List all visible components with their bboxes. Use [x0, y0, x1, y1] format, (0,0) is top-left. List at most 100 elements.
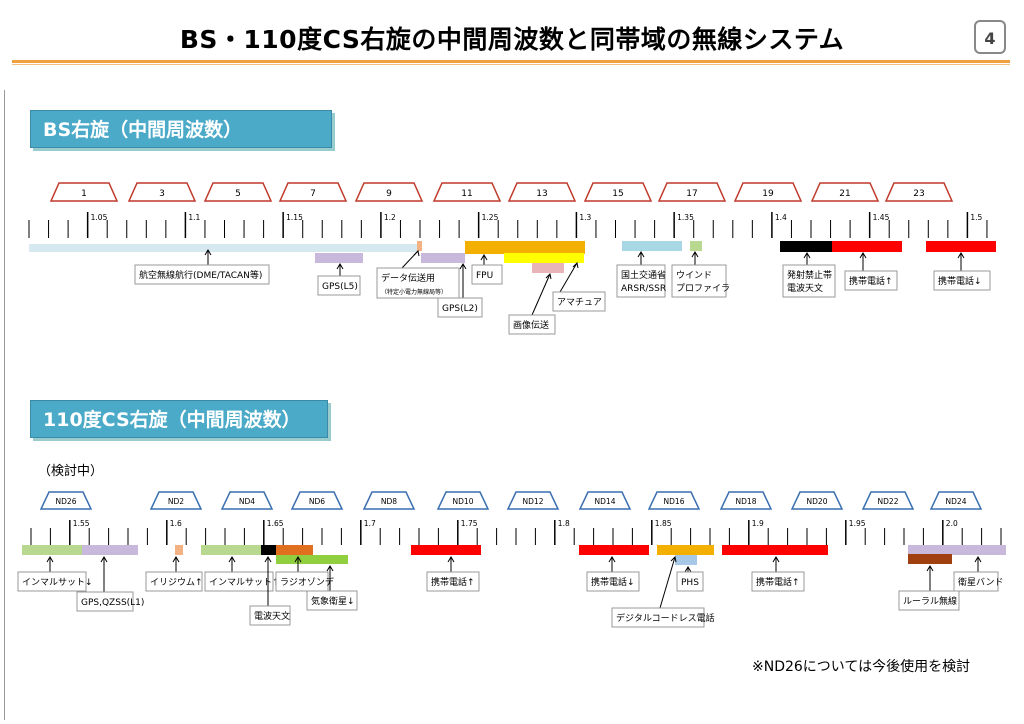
cs-mobile-down-arrow-head: [608, 556, 616, 563]
bs-data-arrow-head: [413, 249, 420, 257]
cs-tick-label-1.75: 1.75: [461, 519, 478, 528]
cs-channel-ND24: [929, 491, 983, 510]
cs-label-phs: PHS: [681, 578, 699, 588]
bs-channel-label-9: 9: [386, 189, 392, 199]
cs-label-mobile-up-2-box: [751, 571, 805, 592]
bs-label-fpu: FPU: [476, 271, 493, 281]
cs-label-cordless-box: [611, 607, 705, 628]
bs-channel-label-23: 23: [913, 189, 924, 199]
bs-amateur-arrow-line: [559, 262, 578, 293]
cs-tick-label-1.6: 1.6: [170, 519, 182, 528]
cs-tick-label-1.9: 1.9: [752, 519, 764, 528]
bs-label-aero-box: [134, 264, 270, 285]
cs-metsat-arrow-head: [326, 565, 334, 572]
cs-label-metsat: 気象衛星↓: [311, 595, 355, 607]
cs-label-inmarsat-up-box: [204, 571, 274, 592]
cs-channel-ND8: [362, 491, 416, 510]
bs-label-data-box: [376, 267, 460, 299]
bs-channel-11: [432, 182, 502, 202]
cs-band-2: [175, 545, 183, 555]
bs-section-header: BS右旋（中間周波数）: [30, 110, 332, 148]
cs-band-8: [579, 545, 649, 555]
bs-label-radioastro: 発射禁止帯: [787, 269, 832, 281]
bs-tick-label-1.45: 1.45: [873, 213, 890, 222]
bs-amateur-arrow-head: [572, 261, 579, 269]
bs-label-gps-l2-box: [437, 297, 483, 318]
cs-channel-label-ND2: ND2: [168, 497, 184, 506]
cs-tick-label-1.8: 1.8: [558, 519, 570, 528]
cs-inmarsat-up-arrow-head: [228, 556, 236, 563]
cs-channel-label-ND4: ND4: [239, 497, 255, 506]
cs-tick-label-1.7: 1.7: [364, 519, 376, 528]
cs-rural-arrow-head: [926, 565, 934, 572]
bs-band-0: [29, 244, 419, 252]
cs-label-gps-l1-box: [76, 591, 134, 612]
cs-label-radioastro-box: [249, 605, 291, 626]
bs-tick-label-1.35: 1.35: [677, 213, 694, 222]
title-divider: [12, 60, 1010, 63]
cs-label-inmarsat-down: インマルサット↓: [22, 577, 93, 588]
bs-label-arsr: 国土交通省: [621, 269, 666, 281]
bs-label-amateur-box: [552, 291, 606, 312]
bs-channel-label-13: 13: [536, 189, 547, 199]
bs-tick-label-1.5: 1.5: [970, 213, 982, 222]
cs-label-inmarsat-down-box: [17, 571, 87, 592]
cs-band-1: [82, 545, 138, 555]
cs-tick-label-1.85: 1.85: [655, 519, 672, 528]
cs-band-7: [411, 545, 481, 555]
bs-channel-17: [657, 182, 727, 202]
cs-channel-label-ND14: ND14: [595, 497, 616, 506]
cs-gps-l1-arrow-head: [100, 556, 108, 563]
cs-band-5: [276, 545, 313, 555]
cs-channel-ND18: [719, 491, 773, 510]
cs-label-mobile-down: 携帯電話↓: [591, 576, 635, 588]
bs-label-data-sub: （特定小電力無線局等）: [381, 288, 447, 296]
cs-inmarsat-down-arrow-head: [46, 556, 54, 563]
cs-label-mobile-down-box: [586, 571, 640, 592]
cs-tick-label-2.0: 2.0: [946, 519, 958, 528]
bs-label-arsr-box: [616, 264, 666, 298]
bs-tick-label-1.4: 1.4: [775, 213, 787, 222]
bs-tick-label-1.05: 1.05: [91, 213, 108, 222]
cs-radiosonde-arrow-head: [294, 556, 302, 563]
cs-band-9: [675, 555, 697, 565]
bs-channel-label-17: 17: [686, 189, 697, 199]
cs-label-mobile-up-1-box: [426, 571, 480, 592]
cs-band-rural-top: [908, 554, 952, 564]
bs-channel-label-21: 21: [839, 189, 850, 199]
bs-label-gps-l2: GPS(L2): [442, 304, 478, 314]
bs-label-wind-box: [671, 264, 727, 298]
bs-tick-label-1.1: 1.1: [188, 213, 200, 222]
bs-label-gps-l5: GPS(L5): [322, 282, 358, 292]
cs-channel-ND12: [506, 491, 560, 510]
bs-channel-label-15: 15: [612, 189, 623, 199]
cs-cordless-arrow-line: [659, 556, 676, 609]
cs-label-radiosonde: ラジオゾンデ: [280, 576, 334, 588]
cs-label-iridium: イリジウム↑: [150, 577, 203, 588]
cs-channel-label-ND24: ND24: [946, 497, 967, 506]
bs-band-3: [421, 253, 465, 263]
cs-label-radiosonde-box: [275, 571, 329, 592]
cs-label-metsat-box: [306, 590, 358, 611]
bs-tick-label-1.15: 1.15: [286, 213, 303, 222]
cs-channel-ND4: [220, 491, 274, 510]
bs-channel-9: [354, 182, 424, 202]
cs-channel-ND26: [39, 491, 93, 510]
cs-label-cordless: デジタルコードレス電話: [616, 612, 715, 624]
bs-label-wind: プロファイラ: [676, 283, 730, 294]
bs-mobile-down-arrow-head: [957, 252, 965, 259]
cs-channel-label-ND6: ND6: [309, 497, 325, 506]
bs-label-image-box: [508, 314, 556, 335]
cs-radioastro-arrow-head: [264, 556, 272, 563]
cs-cordless-arrow-head: [670, 555, 677, 563]
bs-band-6: [532, 263, 564, 273]
bs-label-mobile-down: 携帯電話↓: [938, 275, 982, 287]
cs-channel-ND22: [861, 491, 915, 510]
bs-label-data: データ伝送用: [381, 272, 435, 284]
cs-channel-label-ND18: ND18: [736, 497, 757, 506]
cs-label-phs-box: [676, 571, 704, 592]
cs-channel-label-ND22: ND22: [878, 497, 899, 506]
bs-band-7: [622, 241, 682, 251]
bs-image-arrow-line: [531, 273, 551, 316]
